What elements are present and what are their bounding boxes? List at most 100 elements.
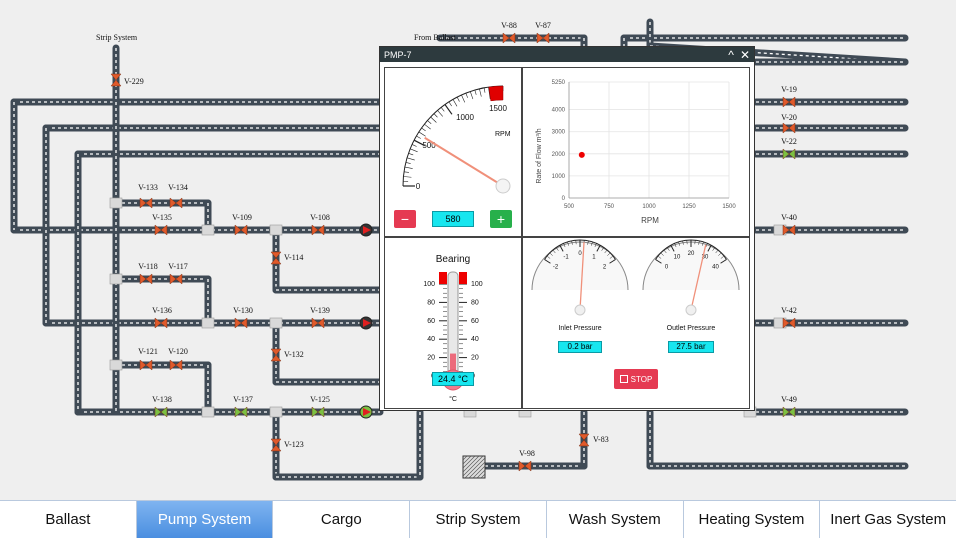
- valve-v-133[interactable]: V-133: [138, 183, 158, 209]
- valve-v-130[interactable]: V-130: [233, 306, 253, 329]
- pressure-gauge-tick: [563, 243, 566, 248]
- valve-body-icon: [502, 32, 516, 44]
- valve-v-88[interactable]: V-88: [501, 21, 517, 44]
- valve-v-49[interactable]: V-49: [781, 395, 797, 418]
- valve-v-135[interactable]: V-135: [152, 213, 172, 236]
- tab-strip-system[interactable]: Strip System: [410, 501, 547, 538]
- pressure-gauge-tick: [712, 247, 716, 251]
- pressure-gauge-tick: [718, 252, 722, 256]
- pressure-gauge-tick-label: 0: [665, 264, 669, 270]
- chart-data-point: [578, 151, 585, 158]
- valve-label: V-121: [138, 347, 158, 356]
- valve-v-98[interactable]: V-98: [518, 449, 535, 472]
- pressure-gauge-face: [531, 241, 629, 291]
- rpm-gauge-arc: [402, 85, 504, 187]
- chart-y-tick-label: 1000: [552, 174, 566, 180]
- valve-label: V-136: [152, 306, 172, 315]
- valve-body-icon: [169, 197, 183, 209]
- rpm-gauge-tick: [440, 107, 445, 112]
- pressure-gauge-tick: [682, 240, 684, 245]
- valve-v-19[interactable]: V-19: [781, 85, 797, 108]
- valve-v-134[interactable]: V-134: [168, 183, 188, 209]
- valve-body-icon: [154, 317, 168, 329]
- pump-arrow-icon: [363, 226, 371, 234]
- pipe-fittings: [109, 197, 787, 419]
- pressure-gauge-needle: [579, 242, 585, 311]
- popup-titlebar[interactable]: PMP-7 ^ ✕: [380, 47, 754, 62]
- valve-v-137[interactable]: V-137: [233, 395, 253, 418]
- valve-v-123[interactable]: V-123: [270, 438, 304, 452]
- pressure-gauge-tick-label: 2: [603, 264, 607, 270]
- valve-v-87[interactable]: V-87: [535, 21, 551, 44]
- tab-wash-system[interactable]: Wash System: [547, 501, 684, 538]
- rpm-gauge-tick: [403, 171, 410, 173]
- valve-v-118[interactable]: V-118: [138, 262, 158, 285]
- valve-v-120[interactable]: V-120: [168, 347, 188, 371]
- pressure-gauge-arc: [655, 239, 727, 260]
- valve-label: V-114: [284, 253, 303, 262]
- valve-label: V-117: [168, 262, 187, 271]
- chart-y-axis-label: Rate of Flow m³/h: [536, 128, 543, 183]
- close-icon[interactable]: ✕: [739, 47, 750, 62]
- valve-v-138[interactable]: V-138: [152, 395, 172, 418]
- pressure-gauge-tick: [663, 249, 667, 254]
- valve-v-20[interactable]: V-20: [781, 113, 797, 134]
- valve-label: V-42: [781, 306, 797, 315]
- tab-ballast[interactable]: Ballast: [0, 501, 137, 538]
- tab-pump-system[interactable]: Pump System: [136, 501, 274, 538]
- valve-body-icon: [518, 460, 532, 472]
- valve-v-83[interactable]: V-83: [578, 433, 609, 447]
- pressure-gauge-tick: [707, 244, 712, 252]
- valve-body-icon: [782, 148, 796, 160]
- pressure-gauge-tick-label: 0: [578, 251, 582, 257]
- valve-v-229[interactable]: V-229: [110, 73, 144, 87]
- rpm-gauge-tick: [404, 166, 413, 169]
- rpm-gauge-tick: [410, 148, 418, 153]
- valve-v-117[interactable]: V-117: [168, 262, 188, 285]
- stop-pump-button[interactable]: STOP: [614, 369, 658, 389]
- valve-label: V-109: [232, 213, 252, 222]
- strainer-hatch-line: [462, 455, 480, 473]
- valve-v-114[interactable]: V-114: [270, 251, 303, 265]
- pressure-gauge-tick: [604, 249, 608, 254]
- pipe-tee: [201, 317, 215, 329]
- rpm-gauge-tick: [430, 116, 437, 123]
- minimize-icon[interactable]: ^: [728, 47, 734, 62]
- valve-v-42[interactable]: V-42: [781, 306, 797, 329]
- valve-body-icon: [139, 197, 153, 209]
- tab-inert-gas-system[interactable]: Inert Gas System: [830, 511, 947, 528]
- rpm-gauge-tick: [437, 110, 443, 117]
- valve-v-132[interactable]: V-132: [270, 348, 304, 362]
- valve-body-icon: [154, 224, 168, 236]
- valve-v-40[interactable]: V-40: [781, 213, 797, 236]
- rpm-gauge-tick: [418, 131, 426, 137]
- rpm-gauge-tick-label: 1000: [456, 113, 474, 122]
- valve-v-22[interactable]: V-22: [781, 137, 797, 160]
- strainer-hatch-line: [462, 455, 476, 469]
- valve-v-136[interactable]: V-136: [152, 306, 172, 329]
- valve-label: V-19: [781, 85, 797, 94]
- valve-label: V-135: [152, 213, 172, 222]
- tab-heating-system[interactable]: Heating System: [684, 501, 821, 538]
- rpm-gauge-tick-label: 500: [422, 141, 436, 150]
- strainer-hatch-line: [464, 457, 486, 479]
- valve-v-139[interactable]: V-139: [310, 306, 330, 329]
- tab-cargo[interactable]: Cargo: [273, 501, 411, 538]
- valve-v-109[interactable]: V-109: [232, 213, 252, 236]
- diagram-labels: Strip System From Ballast: [96, 33, 456, 42]
- decrease-rpm-button[interactable]: −: [394, 210, 416, 228]
- valve-v-125[interactable]: V-125: [310, 395, 330, 418]
- valve-label: V-139: [310, 306, 330, 315]
- rpm-gauge-tick: [483, 87, 486, 93]
- chart-x-tick-label: 1250: [682, 204, 696, 210]
- rpm-gauge-hub: [495, 178, 511, 194]
- valve-v-108[interactable]: V-108: [310, 213, 330, 236]
- valve-body-icon: [782, 122, 796, 134]
- valve-label: V-138: [152, 395, 172, 404]
- valve-label: V-40: [781, 213, 797, 222]
- increase-rpm-button[interactable]: +: [490, 210, 512, 228]
- valve-v-121[interactable]: V-121: [138, 347, 158, 371]
